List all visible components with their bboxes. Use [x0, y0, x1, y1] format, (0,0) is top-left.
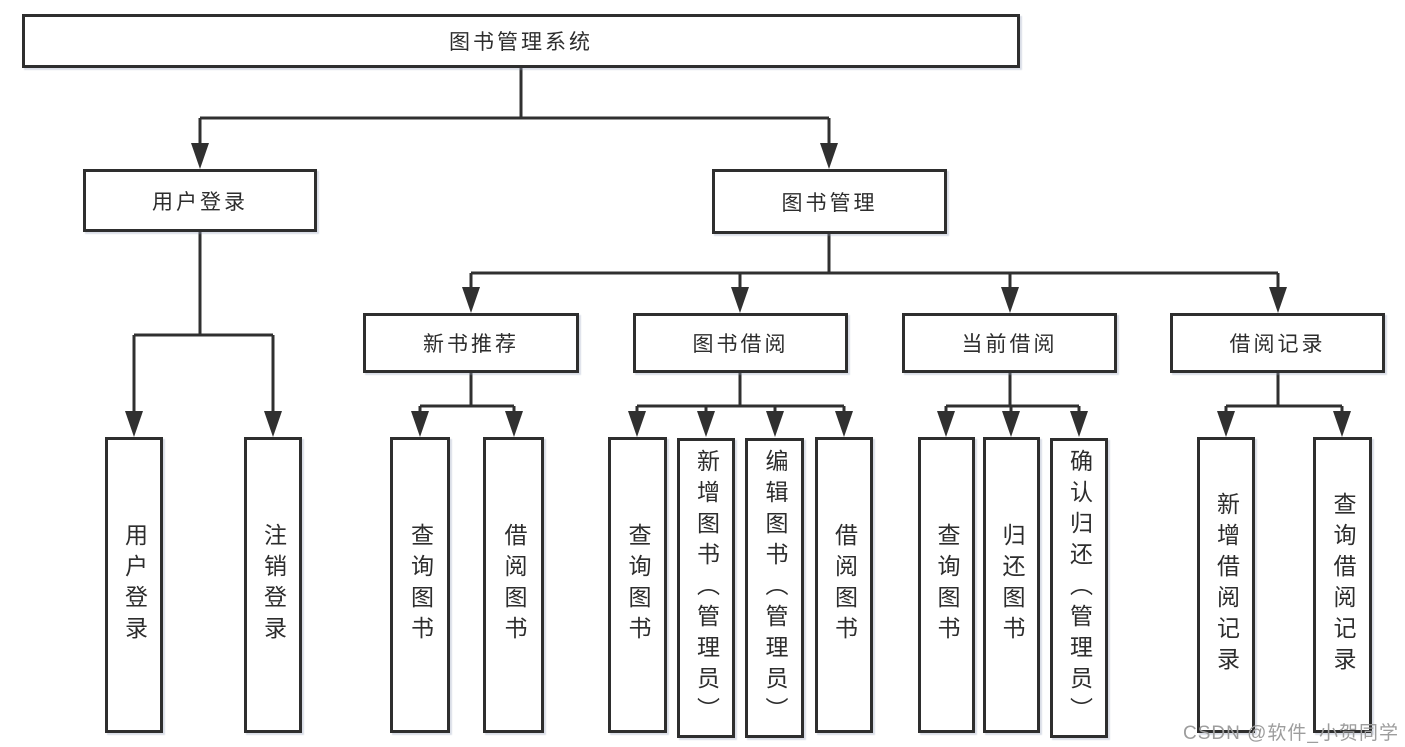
leaf-recommend-borrow-books: 借阅图书 [483, 437, 544, 733]
node-book-management-label: 图书管理 [781, 191, 878, 215]
leaf-confirm-return-admin: 确认归还（管理员） [1050, 438, 1108, 738]
node-book-borrow: 图书借阅 [633, 313, 848, 373]
leaf-current-query-books-label: 查询图书 [934, 523, 960, 647]
leaf-borrow-books-label: 借阅图书 [831, 523, 858, 647]
tree-edges [132, 68, 1344, 413]
leaf-borrow-query-books: 查询图书 [608, 437, 667, 733]
node-new-book-recommend-label: 新书推荐 [423, 333, 519, 356]
leaf-return-books: 归还图书 [983, 437, 1040, 733]
node-book-management: 图书管理 [712, 169, 947, 234]
node-current-borrow-label: 当前借阅 [961, 333, 1058, 356]
leaf-user-login-label: 用户登录 [121, 523, 148, 647]
leaf-add-borrow-record: 新增借阅记录 [1197, 437, 1255, 733]
leaf-add-borrow-record-label: 新增借阅记录 [1213, 492, 1240, 678]
node-borrow-records-label: 借阅记录 [1229, 333, 1326, 356]
node-user-login-label: 用户登录 [152, 190, 248, 214]
watermark: CSDN @软件_小贺同学 [1183, 723, 1399, 744]
leaf-query-borrow-record: 查询借阅记录 [1313, 437, 1372, 733]
leaf-logout-label: 注销登录 [260, 523, 287, 647]
leaf-edit-books-admin-label: 编辑图书（管理员） [762, 448, 788, 728]
leaf-user-login: 用户登录 [105, 437, 163, 733]
node-borrow-records: 借阅记录 [1170, 313, 1385, 373]
node-current-borrow: 当前借阅 [902, 313, 1117, 373]
leaf-add-books-admin-label: 新增图书（管理员） [693, 448, 720, 728]
node-root-label: 图书管理系统 [449, 31, 593, 54]
leaf-return-books-label: 归还图书 [999, 523, 1025, 647]
leaf-add-books-admin: 新增图书（管理员） [677, 438, 735, 738]
leaf-confirm-return-admin-label: 确认归还（管理员） [1066, 448, 1093, 728]
node-new-book-recommend: 新书推荐 [363, 313, 579, 373]
leaf-borrow-books: 借阅图书 [815, 437, 873, 733]
leaf-edit-books-admin: 编辑图书（管理员） [745, 438, 804, 738]
node-root: 图书管理系统 [22, 14, 1020, 68]
leaf-recommend-query-books-label: 查询图书 [407, 523, 434, 647]
node-user-login: 用户登录 [83, 169, 317, 232]
leaf-current-query-books: 查询图书 [918, 437, 975, 733]
leaf-recommend-query-books: 查询图书 [390, 437, 450, 733]
arrowheads [125, 143, 1351, 437]
leaf-recommend-borrow-books-label: 借阅图书 [501, 523, 527, 647]
node-book-borrow-label: 图书借阅 [692, 333, 789, 356]
leaf-borrow-query-books-label: 查询图书 [625, 523, 651, 647]
leaf-logout: 注销登录 [244, 437, 302, 733]
leaf-query-borrow-record-label: 查询借阅记录 [1330, 492, 1356, 678]
